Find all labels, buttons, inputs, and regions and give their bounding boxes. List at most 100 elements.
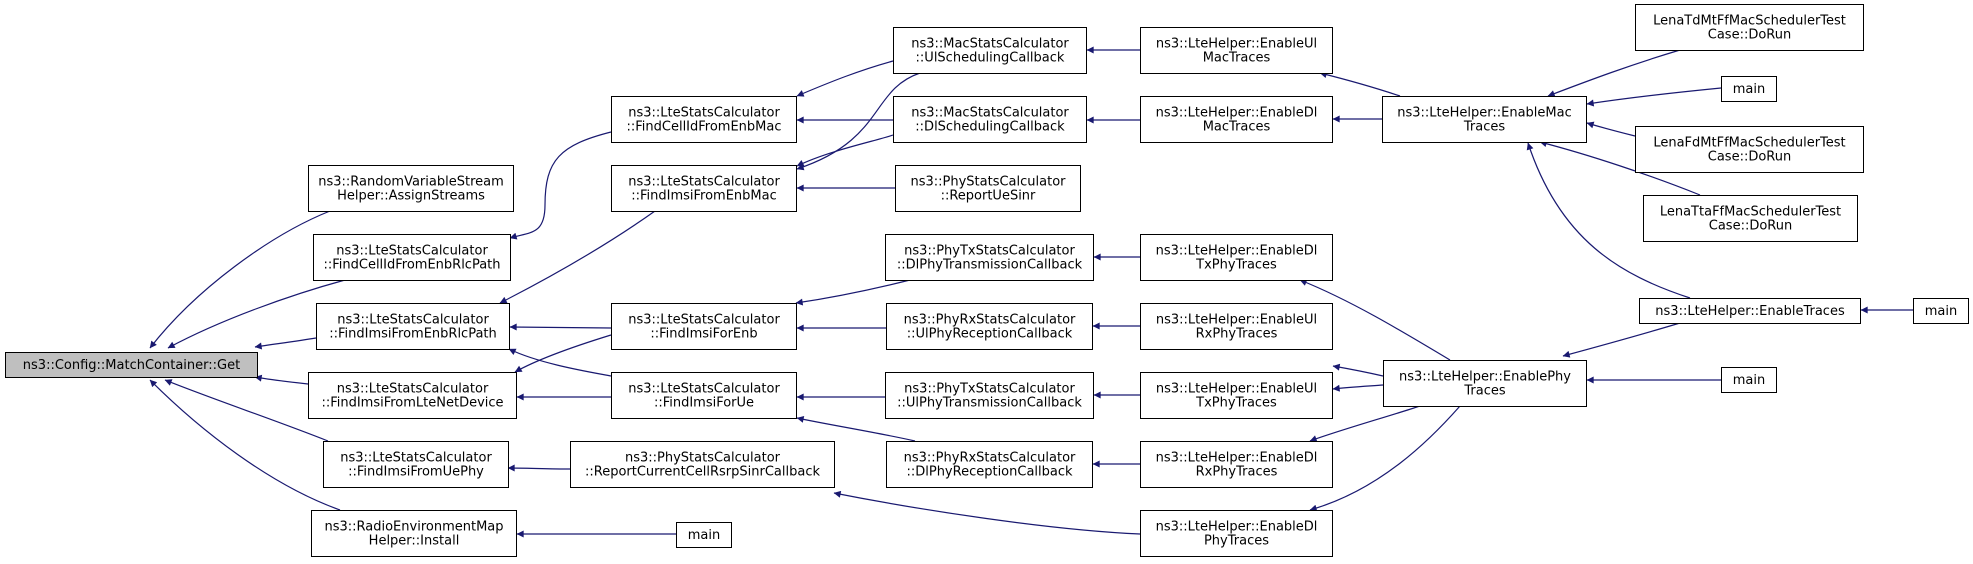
node-ulrx[interactable]: ns3::PhyRxStatsCalculator::UlPhyReceptio… [886,303,1093,350]
node-box [1140,441,1333,488]
node-label-line: ns3::LteHelper::EnablePhy [1399,370,1571,385]
edge-ephy-to-eulrx [1332,363,1384,377]
node-etraces[interactable]: ns3::LteHelper::EnableTraces [1639,298,1861,324]
node-rccrs[interactable]: ns3::PhyStatsCalculator::ReportCurrentCe… [570,441,835,488]
node-label-line: ::FindImsiFromEnbRlcPath [329,327,497,342]
node-box [308,165,514,212]
node-label-line: LenaFdMtFfMacSchedulerTest [1653,136,1845,151]
edge-fdmt-to-emac [1586,121,1636,137]
edge-fiuephy-to-root [164,379,329,442]
edge-etraces-to-ephy [1562,322,1681,358]
node-rusinr[interactable]: ns3::PhyStatsCalculator::ReportUeSinr [895,165,1081,212]
node-label-line: Traces [1463,120,1505,135]
node-dlrx[interactable]: ns3::PhyRxStatsCalculator::DlPhyReceptio… [886,441,1093,488]
node-fimac[interactable]: ns3::LteStatsCalculator::FindImsiFromEnb… [611,165,797,212]
node-label-line: main [688,528,720,543]
node-box [1382,96,1587,143]
edge-ephy-to-edlrx [1309,405,1421,442]
node-label-line: Helper::AssignStreams [337,189,485,204]
node-label-line: ns3::LteStatsCalculator [628,106,780,121]
node-fcrlc[interactable]: ns3::LteStatsCalculator::FindCellIdFromE… [313,234,511,281]
node-box [1383,360,1587,407]
node-rvs[interactable]: ns3::RandomVariableStreamHelper::AssignS… [308,165,514,212]
node-main-phy[interactable]: main [1721,367,1777,393]
node-box [323,441,509,488]
node-box [1140,510,1333,557]
edge-rccrs-to-fiuephy [507,464,571,472]
node-label-line: ::DlPhyTransmissionCallback [897,258,1083,273]
node-label-line: ns3::LteStatsCalculator [628,175,780,190]
edge-ephy-to-eultx [1332,384,1384,392]
node-label-line: ns3::LteHelper::EnableDl [1156,244,1318,259]
node-label-line: ns3::LteHelper::EnableTraces [1655,304,1845,319]
node-box [895,165,1081,212]
node-layer: ns3::Config::MatchContainer::Get ns3::Ran… [5,4,1969,557]
node-fiue[interactable]: ns3::LteStatsCalculator::FindImsiForUe [611,372,797,419]
node-box [1643,195,1858,242]
edge-dltx-to-fienb [795,279,911,306]
node-label-line: ns3::LteHelper::EnableMac [1397,106,1572,121]
node-label-line: Case::DoRun [1708,150,1791,165]
node-fienb[interactable]: ns3::LteStatsCalculator::FindImsiForEnb [611,303,797,350]
node-label-line: ns3::LteStatsCalculator [628,313,780,328]
edge-fcmac-to-fcrlc [509,131,612,240]
node-box [1140,303,1333,350]
node-label-line: RxPhyTraces [1196,465,1278,480]
node-label-line: ::UlPhyReceptionCallback [907,327,1073,342]
node-label-line: Helper::Install [369,534,460,549]
node-dlsched[interactable]: ns3::MacStatsCalculator::DlSchedulingCal… [893,96,1087,143]
node-main-mac[interactable]: main [1721,76,1777,102]
node-box [1140,372,1333,419]
node-root[interactable]: ns3::Config::MatchContainer::Get [5,352,258,378]
node-main-rem[interactable]: main [676,522,732,548]
node-label-line: ::FindImsiForEnb [650,327,757,342]
node-fiuephy[interactable]: ns3::LteStatsCalculator::FindImsiFromUeP… [323,441,509,488]
node-label-line: LenaTtaFfMacSchedulerTest [1660,205,1841,220]
edge-ulsched-to-fimac [796,72,921,171]
node-box [1140,27,1333,74]
node-filte[interactable]: ns3::LteStatsCalculator::FindImsiFromLte… [308,372,517,419]
node-label-line: ns3::RandomVariableStream [318,175,504,190]
node-box [570,441,835,488]
node-dltx[interactable]: ns3::PhyTxStatsCalculator::DlPhyTransmis… [885,234,1094,281]
node-box [1913,298,1969,324]
node-firlc[interactable]: ns3::LteStatsCalculator::FindImsiFromEnb… [316,303,510,350]
node-label-line: RxPhyTraces [1196,327,1278,342]
edge-ulsched-to-fcmac [796,60,894,97]
node-label-line: ns3::LteStatsCalculator [628,382,780,397]
node-label-line: ::ReportCurrentCellRsrpSinrCallback [585,465,820,480]
edge-etraces-to-emac [1526,142,1691,299]
node-label-line: MacTraces [1203,120,1271,135]
node-ultx[interactable]: ns3::PhyTxStatsCalculator::UlPhyTransmis… [885,372,1094,419]
edge-edlphy-to-rccrs [833,490,1141,535]
node-box [308,372,517,419]
node-box [313,234,511,281]
edge-fimac-to-firlc [499,210,656,304]
node-fcmac[interactable]: ns3::LteStatsCalculator::FindCellIdFromE… [611,96,797,143]
edge-fienb-to-filte [514,334,612,373]
node-label-line: ::FindImsiFromEnbMac [631,189,777,204]
node-label-line: ::FindImsiFromUePhy [348,465,484,480]
node-ulsched[interactable]: ns3::MacStatsCalculator::UlSchedulingCal… [893,27,1087,74]
node-label-line: ns3::RadioEnvironmentMap [324,520,503,535]
node-label-line: ::FindCellIdFromEnbMac [626,120,781,135]
node-box [1721,76,1777,102]
node-box [1721,367,1777,393]
node-main-tr[interactable]: main [1913,298,1969,324]
edge-tdmt-to-emac [1547,49,1681,97]
edge-ephy-to-edltx [1299,279,1451,361]
